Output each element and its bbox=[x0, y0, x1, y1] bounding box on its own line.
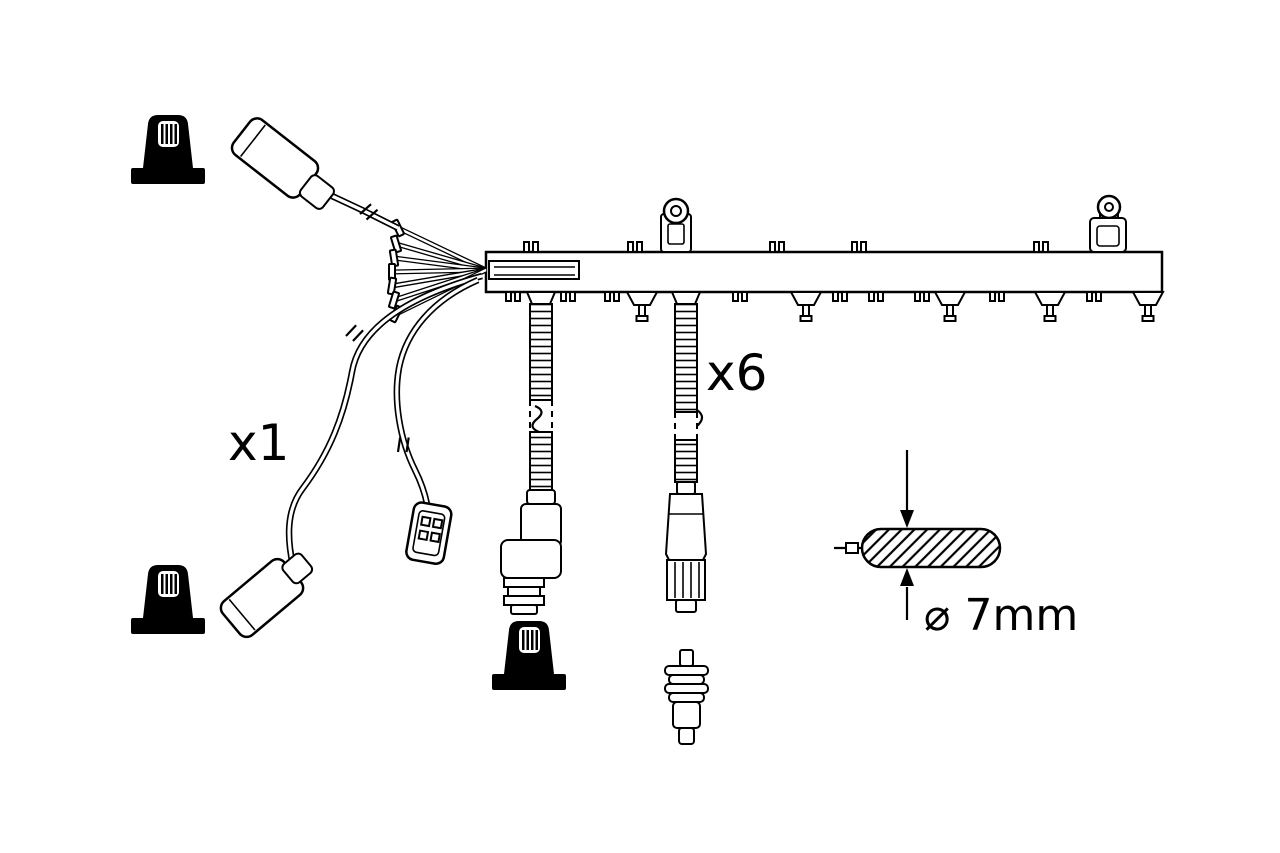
lead-stub bbox=[390, 234, 402, 254]
plug-terminal bbox=[664, 649, 709, 745]
hanger-pin bbox=[934, 291, 966, 322]
rail-entry-slot bbox=[488, 260, 580, 280]
mounting-bracket-icon bbox=[1089, 194, 1127, 253]
lead-stub bbox=[386, 276, 398, 296]
rail-clip-icon bbox=[604, 291, 620, 302]
diameter-label: ⌀ 7mm bbox=[924, 590, 1078, 641]
hanger-pin bbox=[1132, 291, 1164, 322]
rail-clip-icon bbox=[989, 291, 1005, 302]
corrugated-lead-angled bbox=[500, 291, 562, 615]
rail-clip-icon bbox=[851, 241, 867, 253]
hanger-pin bbox=[626, 291, 658, 322]
dimension-arrows bbox=[900, 450, 914, 620]
rail-clip-icon bbox=[627, 241, 643, 253]
rail-clip-icon bbox=[1033, 241, 1049, 253]
rail-clip-icon bbox=[868, 291, 884, 302]
straight-plug-connector bbox=[664, 481, 708, 613]
corrugated-lead-straight bbox=[664, 291, 709, 745]
din-connector-top bbox=[230, 117, 335, 210]
spark-plug-boot-icon bbox=[131, 115, 205, 184]
angled-plug-connector bbox=[500, 489, 562, 615]
rail-clip-icon bbox=[560, 291, 576, 302]
harness-count-label: x1 bbox=[228, 414, 289, 472]
din-connector-bottom bbox=[219, 552, 314, 639]
rail-clip-icon bbox=[505, 291, 521, 302]
rail-clip-icon bbox=[732, 291, 748, 302]
lead-count-label: x6 bbox=[706, 344, 767, 402]
ignition-harness bbox=[219, 117, 488, 639]
spark-plug-boot-icon bbox=[492, 621, 566, 690]
rail-clip-icon bbox=[1086, 291, 1102, 302]
spark-plug-boot-icon bbox=[131, 565, 205, 634]
rail-clip-icon bbox=[523, 241, 539, 253]
rail-clip-icon bbox=[832, 291, 848, 302]
rail-clip-icon bbox=[769, 241, 785, 253]
lead-stub bbox=[388, 290, 400, 310]
rail-clip-icon bbox=[914, 291, 930, 302]
hanger-pin bbox=[1034, 291, 1066, 322]
cable-rail bbox=[484, 194, 1164, 322]
cable-cross-section bbox=[834, 527, 1002, 569]
hanger-pin bbox=[790, 291, 822, 322]
mounting-bracket-icon bbox=[660, 197, 692, 253]
clamp-mark bbox=[344, 322, 365, 344]
multi-pin-connector bbox=[405, 501, 453, 565]
